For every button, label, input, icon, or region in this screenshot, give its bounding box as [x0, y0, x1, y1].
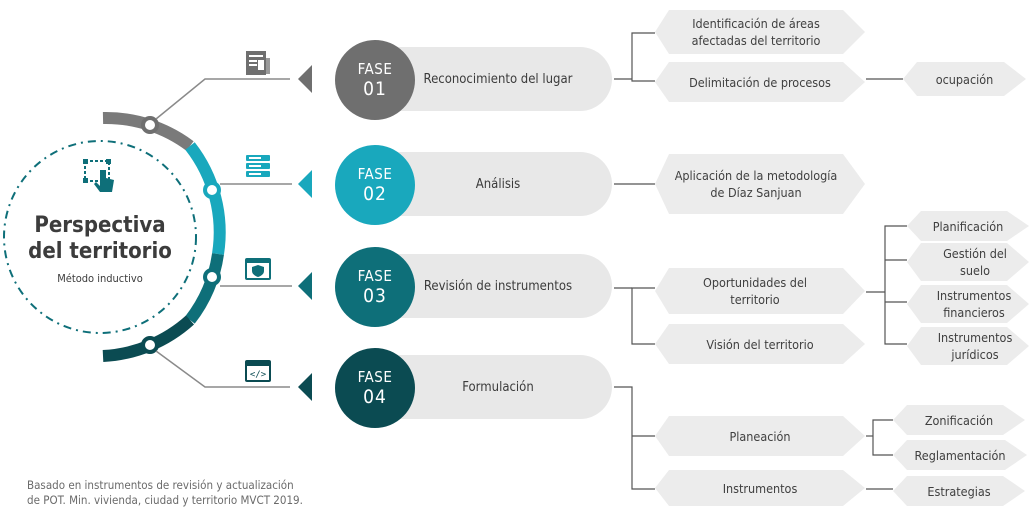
ring-dot-2	[203, 181, 221, 199]
node-planificacion: Planificación	[907, 211, 1029, 241]
node-instrumentos: Instrumentos	[655, 470, 865, 506]
phase-3-title: Revisión de instrumentos	[423, 278, 573, 294]
ring-arc-teal	[185, 253, 224, 324]
center-title-line1: Perspectiva	[34, 213, 166, 238]
phase-3-label: FASE	[357, 266, 393, 285]
node-vision: Visión del territorio	[655, 324, 865, 364]
phase-1-pill: Reconocimiento del lugar	[384, 47, 612, 111]
phase-4-badge: FASE 04	[335, 348, 415, 428]
phase-1-badge: FASE 01	[335, 40, 415, 120]
phase-4-label: FASE	[357, 367, 393, 386]
code-window-icon: </>	[244, 358, 272, 382]
phase-4-title: Formulación	[462, 379, 534, 395]
phase-4-pill: Formulación	[384, 355, 612, 419]
footnote-line2: de POT. Min. vivienda, ciudad y territor…	[27, 493, 303, 507]
node-delimitacion: Delimitación de procesos	[655, 62, 865, 102]
phase-3-pill: Revisión de instrumentos	[384, 254, 612, 318]
phase-4-number: 04	[363, 385, 387, 408]
node-estrategias: Estrategias	[893, 476, 1025, 506]
document-icon	[244, 50, 272, 75]
footnote: Basado en instrumentos de revisión y act…	[27, 478, 303, 508]
node-planeacion: Planeación	[655, 416, 865, 456]
center-title-line2: del territorio	[28, 239, 172, 264]
node-juridicos: Instrumentos jurídicos	[907, 327, 1029, 365]
center-title: Perspectiva del territorio	[15, 213, 185, 265]
node-financieros: Instrumentos financieros	[907, 285, 1029, 323]
phase-1-title: Reconocimiento del lugar	[423, 71, 573, 87]
node-reglamentacion: Reglamentación	[893, 440, 1027, 470]
ring-dot-3	[203, 268, 221, 286]
node-gestion: Gestión del suelo	[907, 243, 1029, 281]
phase-3-badge: FASE 03	[335, 247, 415, 327]
node-ocupacion: ocupación	[903, 62, 1026, 96]
node-oportunidades: Oportunidades del territorio	[655, 268, 865, 314]
phase-2-title: Análisis	[475, 176, 521, 192]
phase-3-number: 03	[363, 284, 387, 307]
ring-arc-cyan	[185, 142, 226, 255]
node-zonificacion: Zonificación	[893, 405, 1025, 435]
dashed-circle	[3, 140, 197, 334]
phase-2-number: 02	[363, 182, 387, 205]
phase-1-label: FASE	[357, 59, 393, 78]
server-list-icon	[244, 153, 272, 177]
center-subtitle: Método inductivo	[57, 272, 143, 285]
phase-1-number: 01	[363, 77, 387, 100]
svg-text:</>: </>	[250, 370, 267, 380]
phase-2-label: FASE	[357, 164, 393, 183]
node-identificacion: Identificación de áreas afectadas del te…	[655, 10, 865, 54]
node-aplicacion: Aplicación de la metodología de Díaz San…	[655, 154, 865, 214]
browser-shield-icon	[244, 256, 272, 280]
ring-dot-4	[141, 336, 159, 354]
ring-dot-1	[141, 116, 159, 134]
phase-2-badge: FASE 02	[335, 145, 415, 225]
footnote-line1: Basado en instrumentos de revisión y act…	[27, 478, 294, 492]
touch-grid-icon	[82, 158, 120, 194]
phase-2-pill: Análisis	[384, 152, 612, 216]
